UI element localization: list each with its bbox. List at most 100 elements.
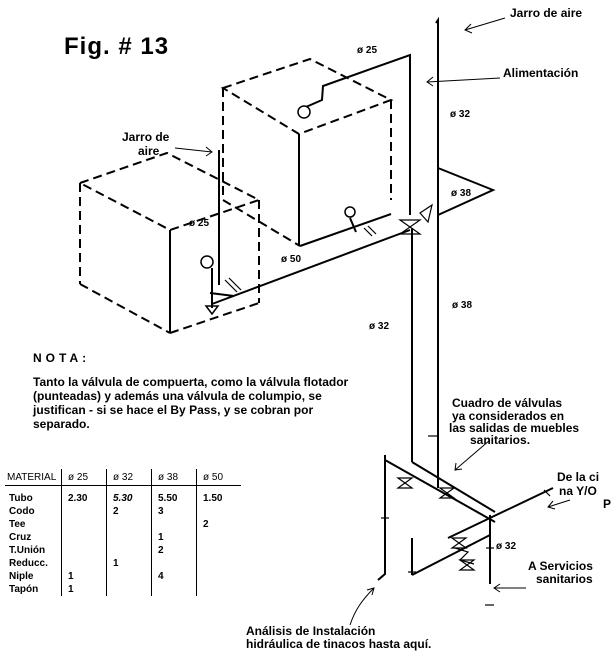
cell-50 <box>196 531 241 544</box>
figure-title: Fig. # 13 <box>64 33 170 60</box>
row-name: Codo <box>9 506 35 517</box>
gate-valve-icon <box>398 219 422 235</box>
label-cuadro-line-3: las salidas de muebles <box>449 421 580 435</box>
row-name: Cruz <box>9 532 32 543</box>
cell-38: 1 <box>151 531 197 544</box>
manifold-stub <box>209 292 235 297</box>
cell-32 <box>106 518 152 531</box>
cell-38: 5.50 <box>151 485 197 505</box>
diameter-label-32-right: ø 32 <box>450 109 471 120</box>
row-name: Tee <box>9 519 26 530</box>
table-header-50: ø 50 <box>196 469 241 486</box>
lower-valve-icon-4 <box>458 559 476 571</box>
union-mark-4 <box>367 225 377 235</box>
materials-table: MATERIAL ø 25 ø 32 ø 38 ø 50 Tubo 2.30 5… <box>5 469 241 596</box>
row-name: T.Unión <box>9 545 46 556</box>
union-mark-1 <box>224 279 238 293</box>
label-ciudad-line-3: P <box>603 497 612 511</box>
table-header-38: ø 38 <box>151 469 197 486</box>
cell-25 <box>61 505 107 518</box>
lower-diag-mid <box>411 461 496 513</box>
main-riser <box>435 16 439 488</box>
label-ciudad-line-1: De la ci <box>557 470 600 484</box>
cell-32: 2 <box>106 505 152 518</box>
right-tank <box>220 57 394 247</box>
union-mark-2 <box>228 277 242 291</box>
arrow-servicios-head <box>493 583 501 593</box>
cell-38: 3 <box>151 505 197 518</box>
arrow-alimentacion <box>426 77 501 83</box>
cell-32 <box>106 583 152 596</box>
table-row: Codo 2 3 <box>5 505 241 518</box>
cell-38 <box>151 583 197 596</box>
cell-32: 1 <box>106 557 152 570</box>
cell-32 <box>106 570 152 583</box>
diameter-label-32-mid: ø 32 <box>369 321 390 332</box>
cell-25 <box>61 531 107 544</box>
check-valve-icon <box>419 203 433 224</box>
arrow-jarro-top <box>464 17 506 31</box>
label-jarro-de-aire-left-1: Jarro de <box>122 130 170 144</box>
arrow-cuadro <box>454 439 491 471</box>
right-tank-bottom-edge <box>299 213 392 247</box>
lower-valve-icon-3 <box>450 537 468 549</box>
lower-diag-top <box>384 459 496 523</box>
nota-title: NOTA: <box>33 351 91 365</box>
arrow-jarro-left-head <box>205 146 213 157</box>
table-header-material: MATERIAL <box>5 469 62 486</box>
cell-38: 2 <box>151 544 197 557</box>
arrow-alimentacion-head <box>426 76 434 87</box>
float-right-stem <box>349 217 357 233</box>
diameter-label-38-mid: ø 38 <box>452 300 473 311</box>
cell-25 <box>61 557 107 570</box>
table-row: Tee 2 <box>5 518 241 531</box>
cell-32: 5.30 <box>106 485 152 505</box>
cell-25: 1 <box>61 583 107 596</box>
feed-pipe-25 <box>298 53 411 215</box>
cell-50: 1.50 <box>196 485 241 505</box>
diameter-label-25-top: ø 25 <box>357 45 378 56</box>
tick-5 <box>543 489 551 497</box>
cell-50 <box>196 570 241 583</box>
drain-valve-icon <box>204 305 220 316</box>
float-ball-right-icon <box>344 206 356 218</box>
cell-50 <box>196 557 241 570</box>
arrow-jarro-left <box>174 147 213 153</box>
arrow-analisis <box>349 587 375 626</box>
table-row: Tubo 2.30 5.30 5.50 1.50 <box>5 485 241 505</box>
table-header-row: MATERIAL ø 25 ø 32 ø 38 ø 50 <box>5 469 241 486</box>
arrow-ciudad-head <box>547 500 556 510</box>
nota-body: Tanto la válvula de compuerta, como la v… <box>33 375 349 431</box>
cell-38: 4 <box>151 570 197 583</box>
label-cuadro-line-1: Cuadro de válvulas <box>452 396 563 410</box>
lower-diag-2 <box>411 534 491 576</box>
manifold-50 <box>211 229 411 305</box>
diameter-label-38-triangle: ø 38 <box>451 188 472 199</box>
table-row: Tapón 1 <box>5 583 241 596</box>
cell-50 <box>196 544 241 557</box>
label-alimentacion: Alimentación <box>503 66 579 80</box>
table-row: Reducc. 1 <box>5 557 241 570</box>
diameter-label-50: ø 50 <box>281 254 302 265</box>
cell-50 <box>196 505 241 518</box>
row-name: Reducc. <box>9 558 48 569</box>
cell-25 <box>61 518 107 531</box>
cell-38 <box>151 518 197 531</box>
arrow-ciudad <box>547 499 571 508</box>
cell-25: 2.30 <box>61 485 107 505</box>
cell-50: 2 <box>196 518 241 531</box>
label-servicios-line-1: A Servicios <box>528 559 593 573</box>
diameter-label-32-low: ø 32 <box>496 541 517 552</box>
label-cuadro-line-4: sanitarios. <box>470 433 531 447</box>
arrow-cuadro-head <box>454 462 463 471</box>
label-jarro-de-aire-left-2: aire <box>138 144 160 158</box>
lower-valve-icon-2 <box>438 487 456 499</box>
row-name: Tapón <box>9 584 39 595</box>
cell-25 <box>61 544 107 557</box>
lower-valve-icon-1 <box>396 477 414 489</box>
cell-38 <box>151 557 197 570</box>
cell-32 <box>106 544 152 557</box>
row-name: Tubo <box>9 493 33 504</box>
float-ball-right-tank-icon <box>297 105 311 119</box>
